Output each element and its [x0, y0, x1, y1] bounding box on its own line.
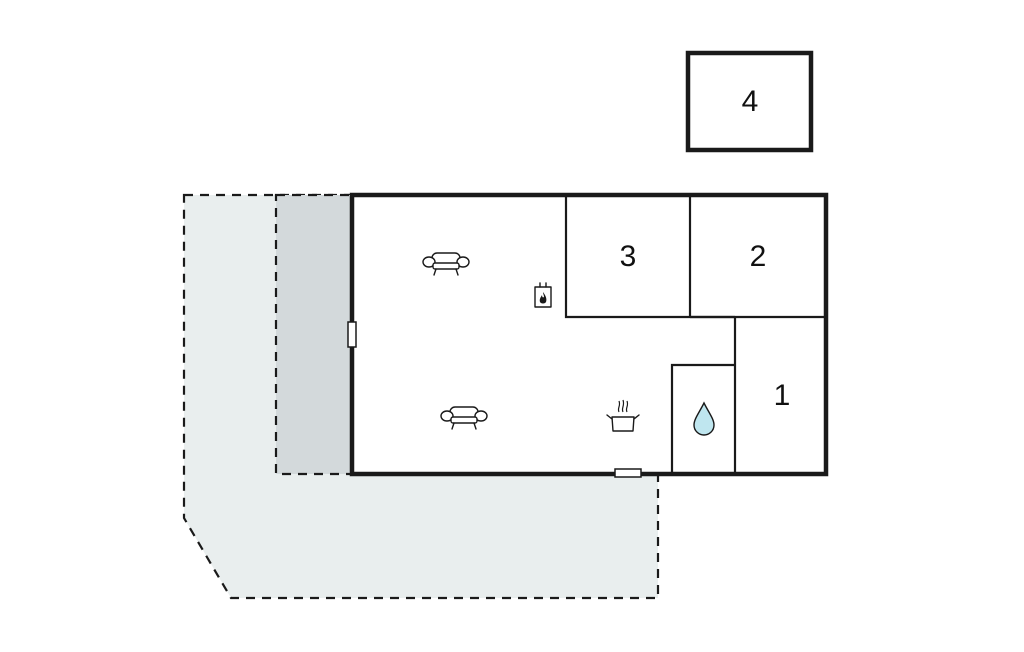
kitchen-pot-icon — [606, 399, 640, 432]
interior-walls — [564, 195, 826, 474]
fireplace-icon — [534, 282, 552, 308]
window-icon — [347, 321, 357, 348]
room-3-label: 3 — [620, 240, 637, 273]
room-2-label: 2 — [750, 240, 767, 273]
sofa-icon — [440, 406, 488, 430]
door-icon — [614, 468, 642, 478]
room-4-label: 4 — [742, 85, 759, 118]
house-outline — [349, 192, 829, 477]
sofa-icon — [422, 252, 470, 276]
terrace-area — [182, 193, 660, 600]
room-1-label: 1 — [774, 379, 791, 412]
covered-terrace-area — [274, 193, 354, 476]
room-4-outline — [685, 50, 814, 153]
water-drop-icon — [693, 401, 715, 436]
